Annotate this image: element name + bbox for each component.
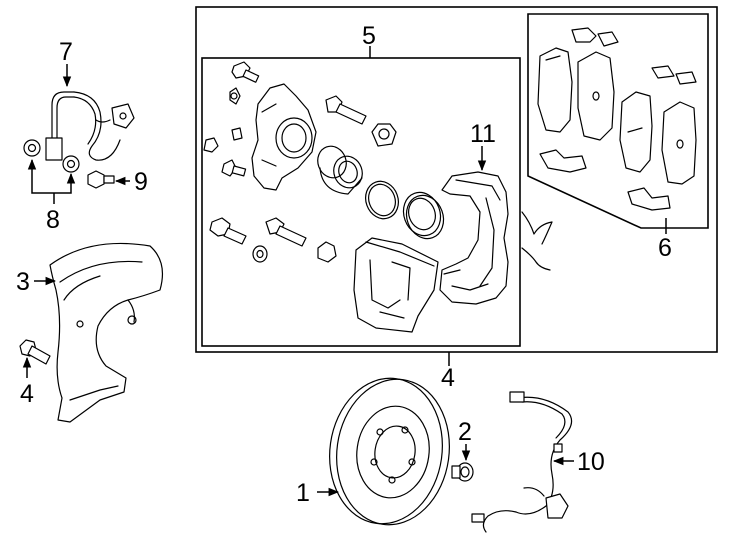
banjo-bolt: [87, 170, 115, 189]
frame-caliper-subassembly: [201, 57, 521, 347]
washer-upper: [23, 139, 41, 157]
shield-bolt: [19, 339, 51, 365]
brake-rotor: [329, 377, 450, 526]
caliper-carrier: [439, 171, 509, 305]
splash-shield: [49, 242, 163, 423]
callout-9: 9: [134, 168, 148, 196]
piston-seal: [365, 180, 399, 220]
abs-sensor-harness: [471, 391, 573, 533]
callout-3: 3: [16, 268, 30, 296]
caliper-housing: [353, 237, 439, 333]
callout-4-left: 4: [20, 380, 34, 408]
brake-pads: [537, 47, 697, 185]
callout-11: 11: [470, 120, 496, 148]
pad-hardware: [539, 27, 697, 211]
frame-caliper-assembly: [195, 6, 718, 353]
callout-5: 5: [362, 22, 376, 50]
callout-6: 6: [658, 234, 672, 262]
callout-1: 1: [296, 479, 310, 507]
callout-7: 7: [59, 38, 73, 66]
rotor-screw: [451, 462, 474, 482]
callout-4-assembly: 4: [441, 364, 455, 392]
caliper-bolts: [203, 61, 397, 263]
washer-lower: [62, 155, 80, 173]
callout-8: 8: [46, 206, 60, 234]
dust-boot: [402, 191, 445, 240]
callout-2: 2: [458, 418, 472, 446]
callout-10: 10: [577, 448, 605, 476]
caliper-bracket: [251, 83, 317, 191]
frame-pad-kit: [527, 13, 709, 229]
brake-hose: [45, 91, 135, 161]
caliper-clips: [521, 211, 553, 271]
caliper-piston: [317, 145, 363, 195]
